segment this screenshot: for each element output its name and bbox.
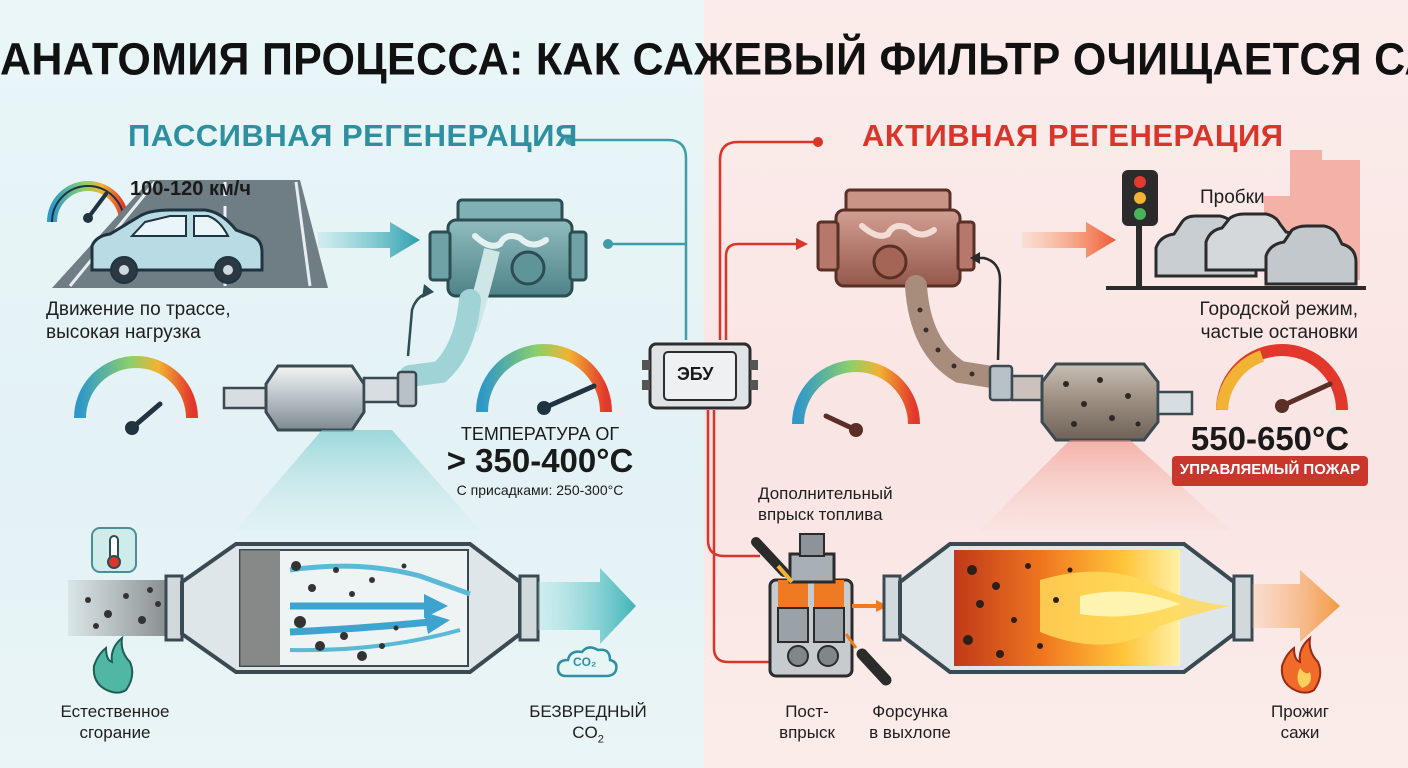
page-title: АНАТОМИЯ ПРОЦЕССА: КАК САЖЕВЫЙ ФИЛЬТР ОЧ… <box>0 34 1408 86</box>
ecu-wire-injection <box>706 410 760 558</box>
zoom-cone <box>236 430 480 530</box>
badge-background <box>1172 456 1368 486</box>
soot-burn-line1: Прожиг <box>1270 702 1329 721</box>
driving-label-line1: Движение по трассе, <box>46 299 231 320</box>
passive-heading: ПАССИВНАЯ РЕГЕНЕРАЦИЯ <box>128 118 578 153</box>
soot-particles <box>85 561 407 661</box>
co2-icon-text: CO₂ <box>573 655 597 669</box>
additive-note: С присадками: 250-300°C <box>456 482 624 498</box>
extra-injection-line1: Дополнительный <box>758 484 893 503</box>
ecu-wire-top-right <box>718 140 818 340</box>
gauge-low-icon <box>74 356 198 435</box>
co2-cloud-icon <box>556 646 618 678</box>
natural-combustion-line2: сгорание <box>79 723 151 742</box>
traffic-label: Пробки <box>1200 187 1265 208</box>
pressure-sensor-icon <box>970 252 1002 361</box>
post-injection-line2: впрыск <box>779 723 835 742</box>
thermometer-icon <box>91 527 137 573</box>
soot-particles <box>917 307 975 377</box>
gauge-low-icon <box>792 360 920 437</box>
controlled-fire-badge: УПРАВЛЯЕМЫЙ ПОЖАР <box>1179 461 1361 478</box>
harmless-line1: БЕЗВРЕДНЫЙ <box>529 702 647 721</box>
dpf-passive-cutaway <box>68 542 636 674</box>
speedometer-icon <box>47 181 129 223</box>
natural-combustion-line1: Естественное <box>60 702 170 721</box>
flame-icon <box>92 635 134 694</box>
harmless-line2: CO2 <box>572 723 604 746</box>
exhaust-pipe <box>399 289 481 387</box>
city-label-line1: Городской режим, <box>1199 299 1358 320</box>
traffic-cars-icon <box>1106 212 1366 290</box>
temp-value-active: 550-650°C <box>1190 420 1350 457</box>
driving-label-line2: высокая нагрузка <box>46 322 201 343</box>
temp-label: ТЕМПЕРАТУРА ОГ <box>460 424 620 444</box>
active-heading: АКТИВНАЯ РЕГЕНЕРАЦИЯ <box>862 118 1284 153</box>
fuel-injector-icon <box>751 537 794 584</box>
flow-arrow-icon <box>1022 222 1116 258</box>
post-injection-line1: Пост- <box>785 702 829 721</box>
exhaust-injector-icon <box>844 633 892 686</box>
car-icon <box>90 208 264 284</box>
city-label-line2: частые остановки <box>1200 322 1358 343</box>
soot-burn-line2: сажи <box>1280 723 1320 742</box>
ecu-box <box>642 342 758 410</box>
temp-value-passive: > 350-400°C <box>446 442 634 479</box>
ecu-label: ЭБУ <box>677 364 714 384</box>
speed-label: 100-120 км/ч <box>130 178 251 200</box>
gauge-hot-icon <box>1216 344 1348 413</box>
exhaust-pipe-dirty <box>905 275 1009 389</box>
flame-icon <box>1280 635 1322 694</box>
extra-injection-line2: впрыск топлива <box>758 505 883 524</box>
gauge-high-icon <box>476 344 612 415</box>
ecu-wire-top-left <box>570 138 688 340</box>
engine-icon <box>428 198 588 333</box>
dpf-active-fire-cutaway <box>882 542 1340 674</box>
cylinder-cutaway-icon <box>768 533 854 678</box>
harmless-subscript: 2 <box>597 733 604 746</box>
exhaust-injector-line1: Форсунка <box>872 702 948 721</box>
zoom-cone <box>980 440 1230 530</box>
dpf-dirty-small <box>988 362 1194 442</box>
engine-icon <box>816 188 976 288</box>
exhaust-injector-line2: в выхлопе <box>869 723 951 742</box>
flow-arrow-icon <box>318 222 420 258</box>
pressure-sensor-icon <box>406 284 434 357</box>
traffic-light-icon <box>1122 170 1158 286</box>
dpf-clean-small <box>222 364 418 432</box>
